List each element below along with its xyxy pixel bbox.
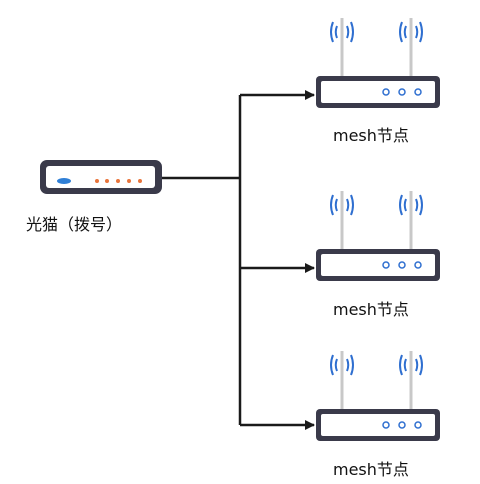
mesh-node-3 [316,351,440,441]
antenna-left [330,18,354,80]
router-icon [316,76,440,108]
router-icon [316,249,440,281]
mesh-node-2 [316,191,440,281]
antenna-right [399,18,423,80]
modem-icon [40,160,162,194]
wifi-signal-icon [399,354,423,376]
router-icon [316,409,440,441]
modem-label: 光猫（拨号） [26,215,123,234]
antenna-left [330,351,354,413]
status-leds [95,179,142,183]
antenna-left [330,191,354,253]
antenna-right [399,351,423,413]
mesh-node-label: mesh节点 [333,126,409,145]
wifi-signal-icon [399,194,423,216]
mesh-node-label: mesh节点 [333,300,409,319]
mesh-node-1 [316,18,440,108]
antenna-right [399,191,423,253]
wifi-signal-icon [330,354,354,376]
connector-lines [160,90,315,430]
power-led [57,178,71,184]
wifi-signal-icon [330,21,354,43]
wifi-signal-icon [330,194,354,216]
mesh-node-label: mesh节点 [333,460,409,479]
wifi-signal-icon [399,21,423,43]
